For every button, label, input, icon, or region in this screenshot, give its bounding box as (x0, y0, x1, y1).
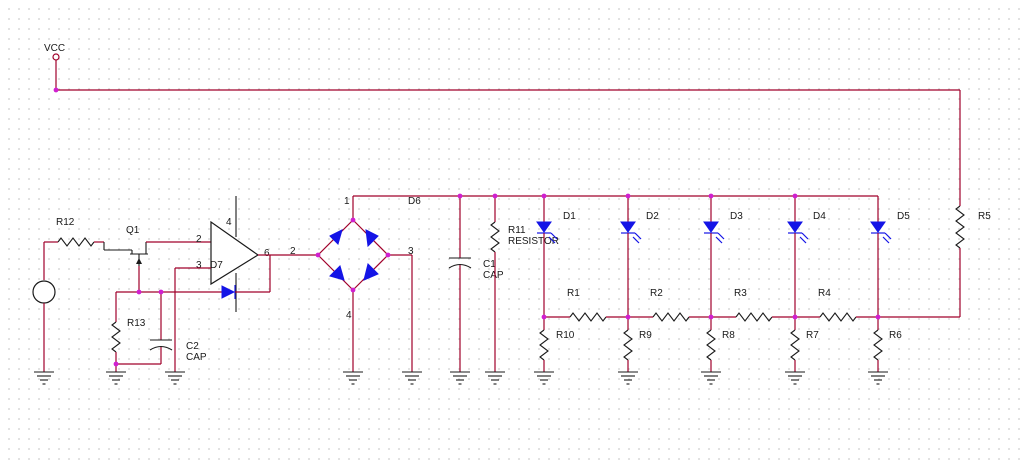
junction-dot (792, 193, 798, 199)
resistor-r6: R6 (873, 317, 902, 372)
resistor-r7: R7 (790, 317, 819, 372)
junction-dots (53, 87, 881, 367)
led-d3: D3 (703, 196, 743, 317)
ground-symbols (34, 371, 888, 385)
ground-icon (343, 371, 363, 385)
vcc-label: VCC (44, 43, 65, 54)
junction-dot (792, 314, 798, 320)
r5-label: R5 (978, 211, 991, 222)
junction-dot (541, 193, 547, 199)
r7-label: R7 (806, 330, 819, 341)
r6-label: R6 (889, 330, 902, 341)
resistor-r11: R11 RESISTOR (490, 196, 559, 372)
junction-dot (625, 314, 631, 320)
vcc-wires (55, 60, 961, 206)
junction-dot (492, 193, 498, 199)
led-d2: D2 (620, 196, 659, 317)
bridge-pin-4: 4 (346, 310, 352, 321)
ground-icon (106, 371, 126, 385)
ground-icon (165, 371, 185, 385)
led-d1: D1 (536, 196, 576, 317)
c2-type-label: CAP (186, 352, 207, 363)
ground-icon (485, 371, 505, 385)
r1-label: R1 (567, 288, 580, 299)
ground-icon (618, 371, 638, 385)
ground-icon (402, 371, 422, 385)
c1-type-label: CAP (483, 270, 504, 281)
junction-dot (53, 87, 59, 93)
r11-type-label: RESISTOR (508, 236, 559, 247)
r3-label: R3 (734, 288, 747, 299)
r4-label: R4 (818, 288, 831, 299)
ground-icon (450, 371, 470, 385)
ground-icon (701, 371, 721, 385)
d3-label: D3 (730, 211, 743, 222)
capacitor-c2: C2 CAP (149, 292, 207, 372)
diode-d7 (116, 255, 271, 299)
signal-source (32, 242, 56, 372)
opamp: 2 3 4 6 D7 (196, 196, 270, 312)
ground-icon (785, 371, 805, 385)
junction-dot (136, 289, 142, 295)
junction-dot (385, 252, 391, 258)
q1-label: Q1 (126, 225, 140, 236)
junction-dot (875, 314, 881, 320)
ground-icon (34, 371, 54, 385)
transistor-q1: Q1 (103, 225, 211, 292)
resistor-r12: R12 (44, 217, 104, 247)
junction-dot (315, 252, 321, 258)
bridge-pin-1: 1 (344, 196, 350, 207)
resistor-r8: R8 (706, 317, 735, 372)
r11-label: R11 (508, 225, 526, 236)
led-d4: D4 (787, 196, 826, 317)
bridge-pin-2: 2 (290, 246, 296, 257)
r9-label: R9 (639, 330, 652, 341)
resistor-r5: R5 (955, 205, 991, 317)
junction-dot (158, 289, 164, 295)
opamp-input-wires (174, 267, 211, 340)
capacitor-c1: C1 CAP (448, 196, 504, 372)
vcc-port: VCC (44, 43, 65, 61)
opamp-pin-6: 6 (264, 248, 270, 259)
d4-label: D4 (813, 211, 826, 222)
opamp-pin-2: 2 (196, 234, 202, 245)
ground-icon (534, 371, 554, 385)
resistor-r13: R13 (111, 292, 161, 372)
junction-dot (708, 314, 714, 320)
c1-label: C1 (483, 259, 496, 270)
d5-label: D5 (897, 211, 910, 222)
opamp-pin-4: 4 (226, 217, 232, 228)
opamp-pin-3: 3 (196, 260, 202, 271)
junction-dot (457, 193, 463, 199)
junction-dot (350, 287, 356, 293)
positive-rail: D6 (353, 195, 878, 207)
junction-dot (625, 193, 631, 199)
divider-chain: R1 R2 R3 R4 (544, 288, 960, 322)
r8-label: R8 (722, 330, 735, 341)
bridge-rectifier: 1 3 4 (317, 196, 414, 372)
d1-label: D1 (563, 211, 576, 222)
junction-dot (350, 217, 356, 223)
junction-dot (541, 314, 547, 320)
ground-icon (868, 371, 888, 385)
bridge-pin-3: 3 (408, 246, 414, 257)
c2-label: C2 (186, 341, 199, 352)
r10-label: R10 (556, 330, 575, 341)
r12-label: R12 (56, 217, 75, 228)
opamp-output-wire: 2 (258, 246, 318, 257)
resistor-r9: R9 (623, 317, 652, 372)
r2-label: R2 (650, 288, 663, 299)
junction-dot (708, 193, 714, 199)
r13-label: R13 (127, 318, 146, 329)
d7-label: D7 (210, 260, 223, 271)
led-d5: D5 (870, 196, 910, 317)
junction-dot (113, 361, 119, 367)
d2-label: D2 (646, 211, 659, 222)
d6-label: D6 (408, 196, 421, 207)
resistor-r10: R10 (539, 317, 575, 372)
